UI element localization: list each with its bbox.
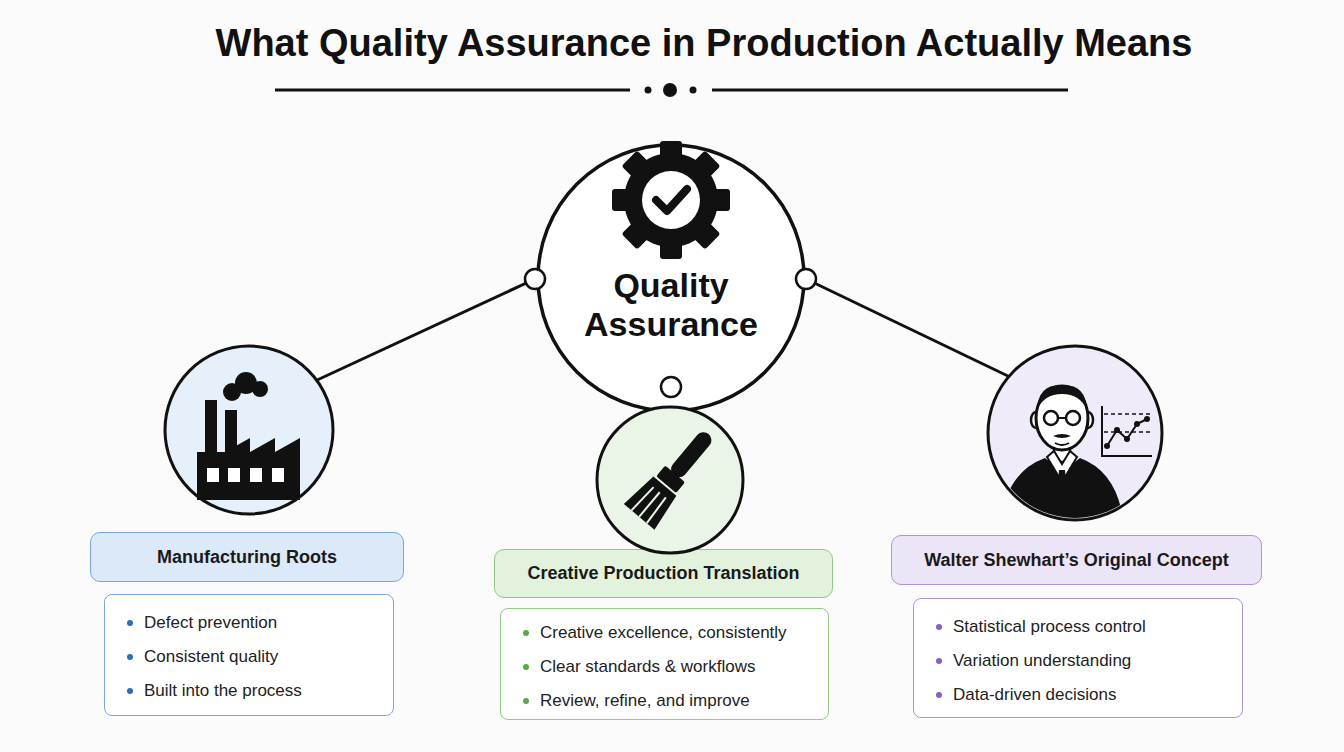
circle-shape	[538, 145, 804, 411]
heading-pill: Manufacturing Roots	[90, 532, 404, 582]
heading-text: Walter Shewhart’s Original Concept	[924, 550, 1229, 571]
bullet-text: Built into the process	[144, 679, 302, 703]
bullet-row: Creative excellence, consistently	[523, 621, 828, 645]
bullet-dot	[936, 692, 942, 698]
bullet-box: Creative excellence, consistentlyClear s…	[500, 608, 829, 720]
junction-circle	[525, 269, 545, 289]
bullet-row: Consistent quality	[127, 645, 393, 669]
heading-pill: Walter Shewhart’s Original Concept	[891, 535, 1262, 585]
bullet-row: Review, refine, and improve	[523, 689, 828, 713]
bullet-dot	[936, 658, 942, 664]
bullet-text: Variation understanding	[953, 649, 1131, 673]
bullet-dot	[523, 630, 529, 636]
junction-circle	[661, 377, 681, 397]
bullet-dot	[127, 620, 133, 626]
bullet-text: Review, refine, and improve	[540, 689, 750, 713]
bullet-text: Data-driven decisions	[953, 683, 1116, 707]
bullet-box: Defect preventionConsistent qualityBuilt…	[104, 594, 394, 716]
bullet-text: Defect prevention	[144, 611, 277, 635]
bullet-dot	[127, 688, 133, 694]
bullet-text: Consistent quality	[144, 645, 278, 669]
chart-icon	[1102, 406, 1152, 456]
bullet-row: Defect prevention	[127, 611, 393, 635]
icon-circle	[597, 407, 743, 553]
title-dot	[645, 87, 652, 94]
bullet-row: Statistical process control	[936, 615, 1242, 639]
junction-circle	[796, 269, 816, 289]
bullet-dot	[523, 698, 529, 704]
circle-label: Quality Assurance	[571, 266, 771, 344]
title-dot	[663, 83, 677, 97]
bullet-dot	[127, 654, 133, 660]
branch-line	[806, 279, 1010, 377]
bullet-dot	[936, 624, 942, 630]
bullet-text: Clear standards & workflows	[540, 655, 755, 679]
bullet-row: Clear standards & workflows	[523, 655, 828, 679]
diagram-title: What Quality Assurance in Production Act…	[60, 18, 1344, 68]
heading-text: Creative Production Translation	[527, 563, 799, 584]
bullet-text: Statistical process control	[953, 615, 1146, 639]
gear-icon	[612, 141, 730, 259]
title-rule	[712, 89, 1068, 92]
factory-icon	[197, 372, 300, 500]
heading-pill: Creative Production Translation	[494, 549, 833, 598]
bullet-text: Creative excellence, consistently	[540, 621, 787, 645]
bullet-box: Statistical process controlVariation und…	[913, 598, 1243, 718]
icon-circle	[988, 346, 1162, 520]
branch-line	[315, 279, 535, 381]
title-dot	[690, 87, 697, 94]
bullet-row: Data-driven decisions	[936, 683, 1242, 707]
title-rule	[275, 89, 630, 92]
bullet-row: Built into the process	[127, 679, 393, 703]
brush-icon	[624, 421, 724, 529]
bullet-row: Variation understanding	[936, 649, 1242, 673]
heading-text: Manufacturing Roots	[157, 547, 337, 568]
portrait-icon	[1000, 385, 1124, 525]
bullet-dot	[523, 664, 529, 670]
main-circle: Quality Assurance	[536, 143, 806, 413]
icon-circle	[165, 346, 333, 514]
